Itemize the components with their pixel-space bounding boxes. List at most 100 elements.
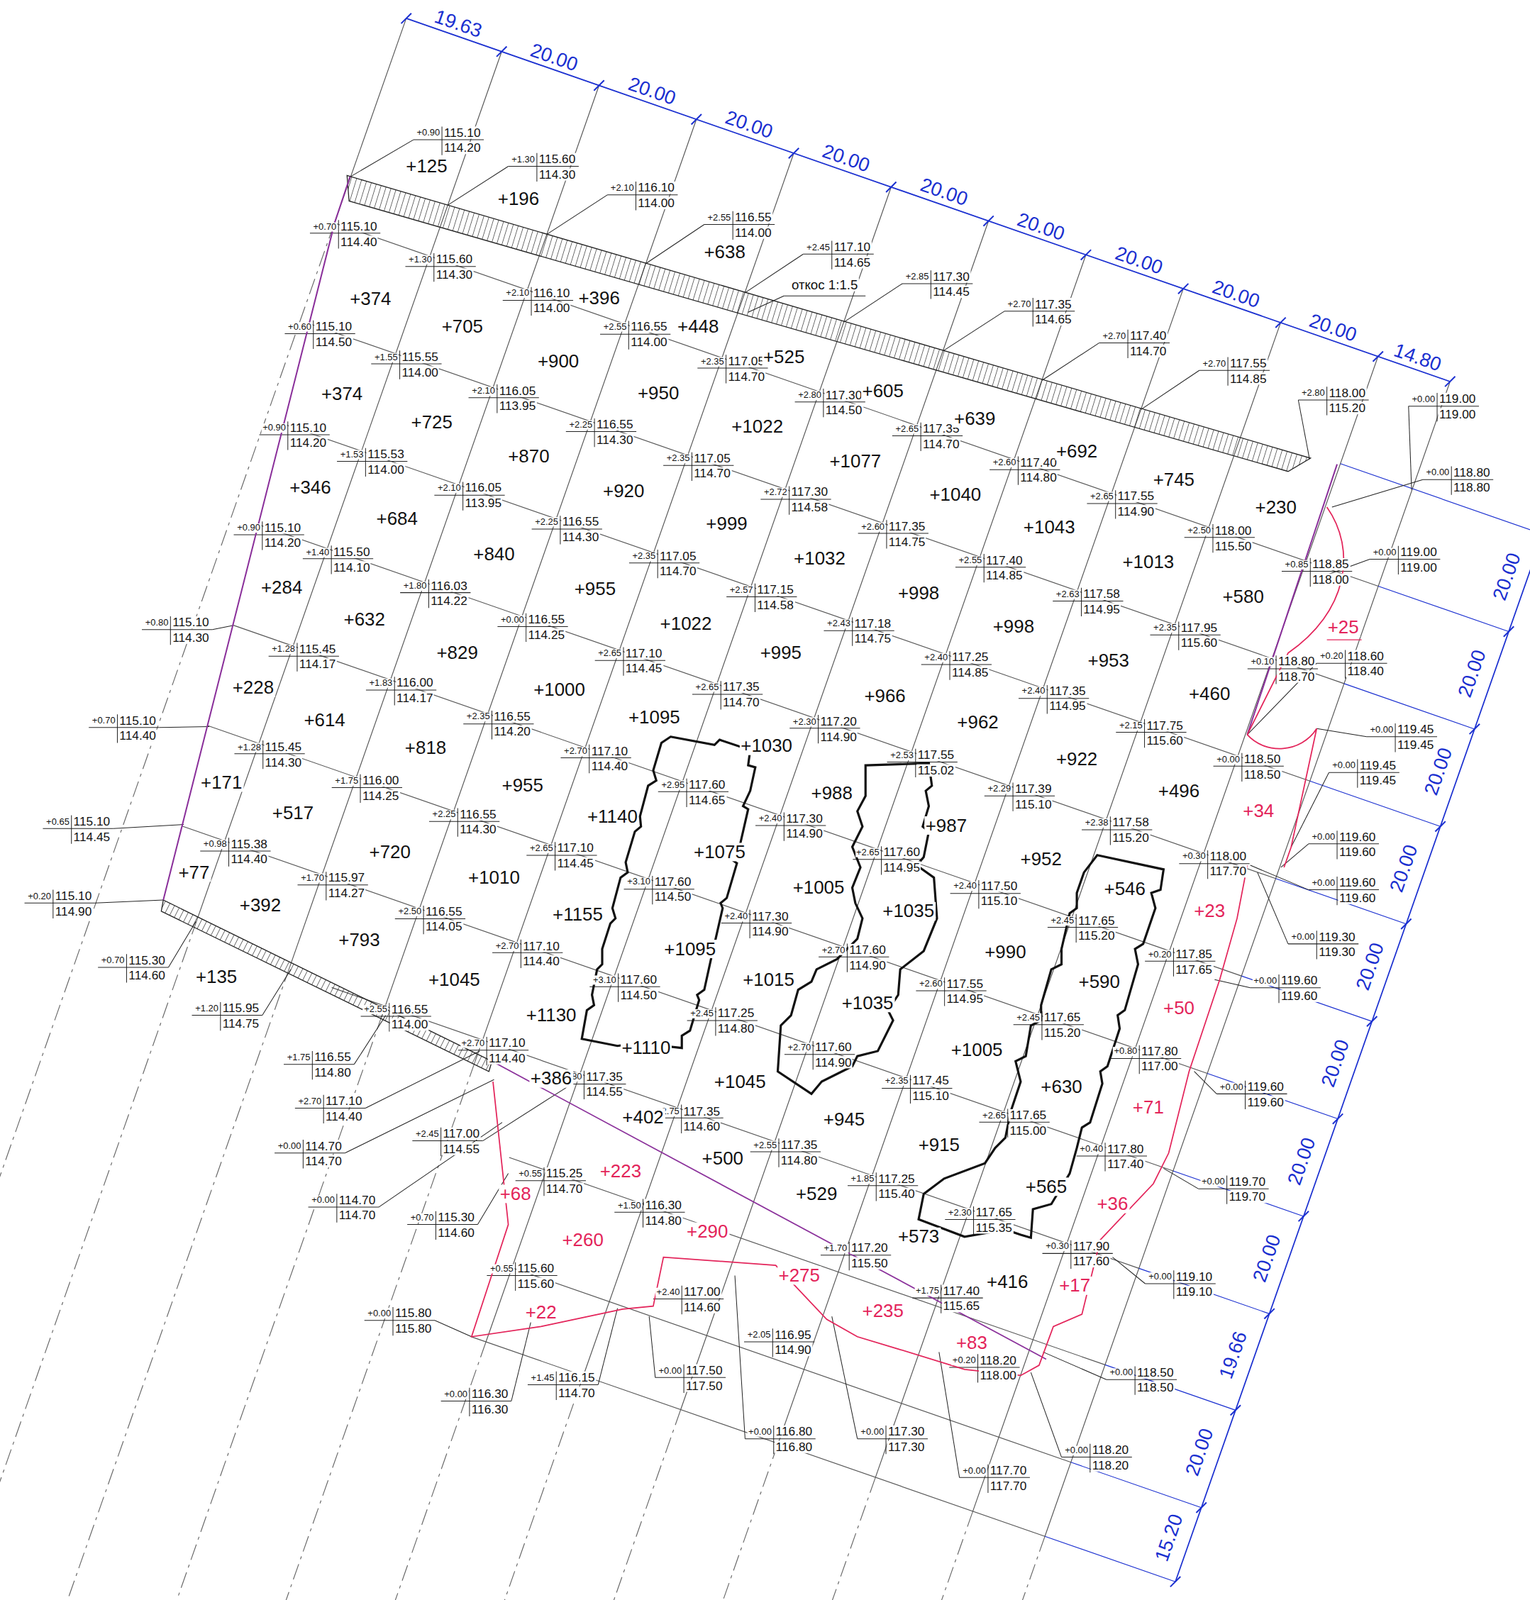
grade-mark: +2.40 [723, 912, 750, 922]
elevation-rule [435, 1211, 437, 1240]
dimension-value: 20.00 [819, 141, 874, 176]
dimension-value: 20.00 [1488, 549, 1524, 603]
volume-value: +1040 [928, 485, 983, 505]
ground-elevation: 119.00 [1399, 561, 1438, 574]
design-elevation: 117.15 [756, 583, 795, 596]
volume-value: +1022 [658, 614, 713, 633]
ground-elevation: 114.20 [263, 536, 302, 550]
grid-line [509, 1266, 1072, 1463]
grade-mark: +2.65 [894, 424, 920, 435]
design-elevation: 117.30 [790, 485, 829, 498]
grade-mark: +2.25 [568, 420, 594, 430]
elevation-rule [655, 1377, 726, 1379]
grade-mark: +2.50 [397, 907, 423, 918]
design-elevation: 117.60 [882, 846, 921, 859]
dimension-tick [496, 46, 507, 57]
elevation-rule [589, 986, 660, 988]
ground-elevation: 115.20 [1327, 402, 1367, 415]
grade-mark: +2.15 [1117, 721, 1144, 731]
design-elevation: 117.10 [488, 1037, 527, 1050]
volume-value: +228 [231, 678, 275, 698]
grade-mark: +2.60 [991, 458, 1018, 468]
design-elevation: 115.80 [393, 1307, 432, 1320]
elevation-rule [1144, 719, 1145, 748]
grid-line [471, 1337, 1046, 1537]
ground-elevation: 114.70 [337, 1209, 376, 1222]
elevation-rule [944, 1219, 1016, 1221]
volume-value: +565 [1024, 1177, 1068, 1196]
elevation-rule [1250, 987, 1321, 989]
leader-line [1316, 728, 1367, 737]
elevation-rule [566, 431, 637, 432]
dimension-value: 20.00 [722, 107, 776, 142]
elevation-rule [852, 858, 923, 860]
leader-line [748, 295, 784, 313]
elevation-rule [309, 232, 381, 234]
ground-elevation: 118.40 [1346, 665, 1385, 678]
elevation-rule [234, 534, 305, 535]
elevation-rule [885, 519, 887, 549]
ground-elevation: 114.17 [395, 692, 435, 705]
grade-mark: +2.35 [631, 551, 657, 562]
leader-line [350, 139, 413, 177]
design-elevation: 117.60 [687, 778, 726, 791]
grade-mark: +0.00 [1410, 395, 1437, 405]
ground-elevation: 114.50 [653, 891, 692, 904]
elevation-rule [658, 791, 729, 793]
leader-line [546, 195, 608, 235]
elevation-rule [560, 757, 631, 759]
ground-elevation: 115.60 [1145, 734, 1184, 747]
grade-mark: +1.85 [849, 1174, 876, 1184]
grade-mark: +2.30 [791, 717, 818, 727]
fill-boundary [471, 865, 1248, 1376]
elevation-rule [365, 448, 367, 477]
elevation-rule [97, 966, 169, 968]
underline [1327, 639, 1362, 640]
design-elevation: 117.75 [1145, 719, 1184, 732]
leader-line [1257, 872, 1289, 945]
axis-line [66, 966, 290, 1600]
leader-line [1298, 400, 1310, 459]
elevation-rule [594, 418, 596, 447]
boundary-line [163, 176, 350, 901]
grade-mark: +2.70 [820, 945, 847, 955]
volume-value: +36 [1095, 1195, 1130, 1214]
design-elevation: 117.80 [1105, 1142, 1145, 1155]
dimension-tick [885, 182, 896, 193]
ground-elevation: 114.25 [527, 628, 566, 641]
grade-mark: +2.45 [414, 1129, 441, 1140]
elevation-rule [987, 1464, 989, 1494]
dimension-tick [593, 80, 604, 91]
elevation-rule [1369, 558, 1440, 560]
elevation-rule [360, 774, 362, 803]
elevation-rule [912, 1298, 983, 1299]
grade-mark: +2.65 [1089, 492, 1116, 502]
grade-mark: +2.55 [706, 213, 733, 223]
grid-line [1044, 381, 1450, 1537]
design-elevation: 115.10 [314, 320, 353, 333]
design-elevation: 119.60 [1279, 974, 1318, 987]
ground-elevation: 114.60 [682, 1120, 721, 1133]
grade-mark: +0.00 [1310, 878, 1337, 889]
elevation-rule [880, 846, 882, 875]
elevation-rule [973, 1206, 974, 1235]
volume-value: +684 [375, 509, 419, 528]
elevation-rule [1042, 1253, 1113, 1255]
volume-value: +50 [1162, 999, 1196, 1018]
ground-elevation: 114.75 [221, 1017, 260, 1030]
dimension-line [1175, 534, 1530, 1582]
design-elevation: 117.10 [324, 1095, 364, 1108]
elevation-rule [1178, 621, 1179, 650]
design-elevation: 117.10 [832, 241, 872, 254]
volume-value: +260 [561, 1230, 605, 1250]
elevation-rule [1081, 829, 1152, 830]
elevation-rule [531, 287, 532, 316]
grade-mark: +1.75 [334, 776, 360, 786]
elevation-rule [429, 821, 500, 823]
elevation-rule [331, 545, 332, 574]
leader-line [939, 1351, 960, 1478]
grade-mark: +2.57 [728, 585, 755, 596]
design-elevation: 115.10 [118, 714, 157, 727]
dimension-tick [1178, 283, 1189, 294]
elevation-rule [725, 354, 727, 384]
